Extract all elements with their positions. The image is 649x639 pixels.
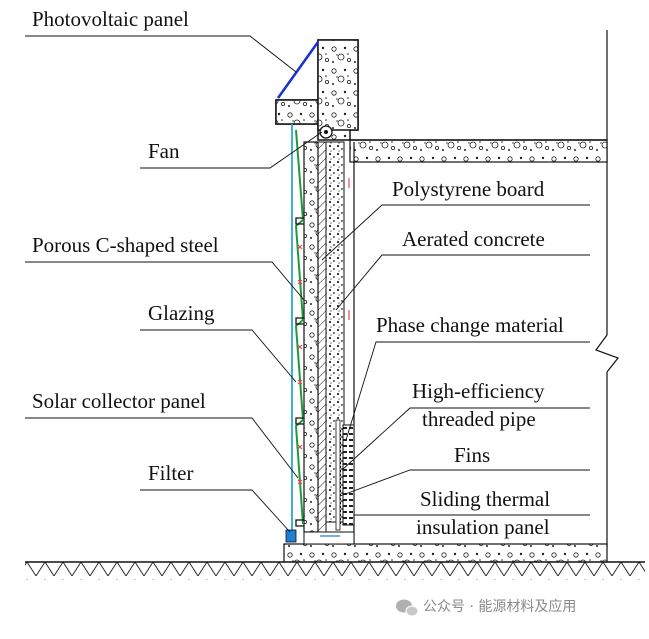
phase-change-material-block <box>342 424 355 526</box>
label-filter: Filter <box>148 461 194 485</box>
wechat-icon <box>396 599 419 617</box>
label-sliding-panel-line2: insulation panel <box>416 515 550 539</box>
bottom-channel <box>303 531 355 545</box>
photovoltaic-panel-shape <box>276 41 320 99</box>
c-steel-brackets <box>295 217 304 527</box>
ground-hatch <box>25 562 645 580</box>
label-threaded-pipe-line2: threaded pipe <box>422 407 536 431</box>
label-polystyrene-board: Polystyrene board <box>392 177 545 201</box>
solar-collector-shape <box>294 129 305 525</box>
label-threaded-pipe-line1: High-efficiency <box>412 379 545 403</box>
foundation-slab <box>283 543 608 565</box>
aerated-concrete-layer <box>325 141 345 523</box>
leader-lines <box>25 35 590 533</box>
polystyrene-layer <box>317 141 327 533</box>
label-fins: Fins <box>454 443 490 467</box>
label-photovoltaic-panel: Photovoltaic panel <box>32 7 189 31</box>
label-porous-c-shaped-steel: Porous C-shaped steel <box>32 233 219 257</box>
filter-shape <box>285 529 297 543</box>
label-solar-collector-panel: Solar collector panel <box>32 389 206 413</box>
label-aerated-concrete: Aerated concrete <box>402 227 545 251</box>
label-fan: Fan <box>148 139 180 163</box>
break-symbol <box>595 334 619 373</box>
label-sliding-panel-line1: Sliding thermal <box>420 487 550 511</box>
watermark-text: 公众号 · 能源材料及应用 <box>423 598 576 615</box>
label-phase-change-material: Phase change material <box>376 313 564 337</box>
outer-wall-column <box>303 141 319 533</box>
airflow-arrows <box>297 178 350 485</box>
label-glazing: Glazing <box>148 301 215 325</box>
upper-floor-slab <box>349 139 608 163</box>
fins-shape <box>335 419 341 531</box>
